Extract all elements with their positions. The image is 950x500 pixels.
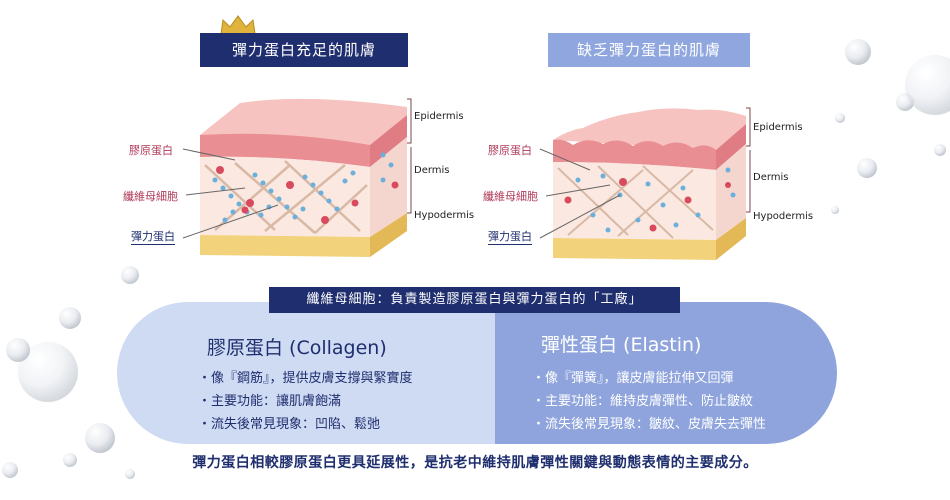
right-layer-epidermis: Epidermis [753,122,803,133]
elastin-title: 彈性蛋白 (Elastin) [541,334,702,356]
collagen-item: ・像『鋼筋』，提供皮膚支撐與緊實度 [198,371,413,386]
collagen-item: ・流失後常見現象：凹陷、鬆弛 [198,417,381,432]
collagen-item: ・主要功能：讓肌膚飽滿 [198,394,342,409]
deficient-skin-title: 缺乏彈力蛋白的肌膚 [548,33,750,67]
left-layer-epidermis: Epidermis [414,111,464,122]
left-layer-dermis: Dermis [414,165,450,176]
leader-lines [182,148,621,239]
elastin-item: ・像『彈簧』，讓皮膚能拉伸又回彈 [532,371,734,386]
left-label-elastin: 彈力蛋白 [131,230,175,245]
right-label-elastin: 彈力蛋白 [488,230,532,245]
elastin-item: ・主要功能：維持皮膚彈性、防止皺紋 [532,394,754,409]
right-label-collagen: 膠原蛋白 [488,144,532,157]
elastin-item: ・流失後常見現象：皺紋、皮膚失去彈性 [532,417,767,432]
right-layer-hypodermis: Hypodermis [753,211,814,222]
elastin-box [495,302,837,444]
elastin-list: ・像『彈簧』，讓皮膚能拉伸又回彈 ・主要功能：維持皮膚彈性、防止皺紋 ・流失後常… [532,367,766,436]
collagen-title: 膠原蛋白 (Collagen) [207,337,387,359]
right-layer-dermis: Dermis [753,172,789,183]
left-layer-hypodermis: Hypodermis [414,210,475,221]
left-label-collagen: 膠原蛋白 [129,144,173,157]
fibroblast-banner: 纖維母細胞：負責製造膠原蛋白與彈力蛋白的「工廠」 [269,287,680,313]
collagen-list: ・像『鋼筋』，提供皮膚支撐與緊實度 ・主要功能：讓肌膚飽滿 ・流失後常見現象：凹… [198,367,413,436]
right-label-fibroblast: 纖維母細胞 [483,190,538,203]
collagen-box [117,302,495,444]
healthy-skin-title: 彈力蛋白充足的肌膚 [200,33,408,67]
left-label-fibroblast: 纖維母細胞 [123,190,178,203]
summary-caption: 彈力蛋白相較膠原蛋白更具延展性，是抗老中維持肌膚彈性關鍵與動態表情的主要成分。 [192,455,758,471]
